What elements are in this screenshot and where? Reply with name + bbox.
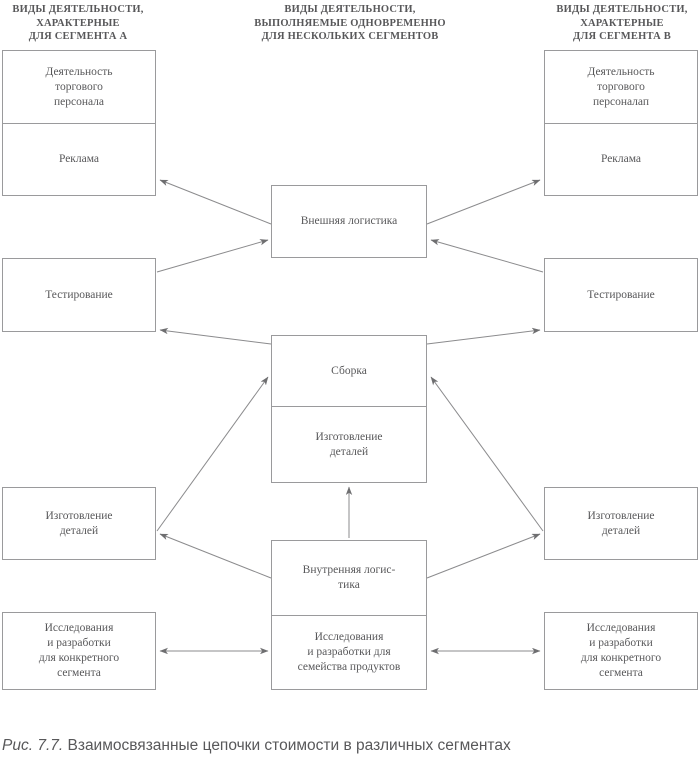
box-left-parts-manufacturing: Изготовление деталей: [2, 487, 156, 560]
figure-caption: Рис. 7.7. Взаимосвязанные цепочки стоимо…: [2, 737, 700, 755]
box-label: Изготовление деталей: [587, 509, 655, 537]
box-mid-assembly: Сборка: [271, 335, 427, 406]
column-header-shared: ВИДЫ ДЕЯТЕЛЬНОСТИ, ВЫПОЛНЯЕМЫЕ ОДНОВРЕМЕ…: [254, 4, 446, 42]
arrow-outbound-to-left-advertising: [159, 179, 272, 225]
box-mid-outbound-logistics: Внешняя логистика: [271, 185, 427, 258]
box-label: Исследования и разработки для семейства …: [297, 631, 401, 673]
box-left-advertising: Реклама: [2, 123, 156, 196]
box-left-segment-rnd: Исследования и разработки для конкретног…: [2, 612, 156, 690]
box-right-testing: Тестирование: [544, 258, 698, 332]
box-label: Реклама: [600, 153, 642, 165]
figure-number: Рис. 7.7.: [2, 737, 64, 754]
box-label: Изготовление деталей: [315, 430, 383, 458]
box-label: Тестирование: [587, 288, 655, 301]
box-label: Деятельность торгового персоналап: [587, 65, 655, 108]
figure-caption-text: Взаимосвязанные цепочки стоимости в разл…: [63, 737, 511, 754]
column-header-segment-b: ВИДЫ ДЕЯТЕЛЬНОСТИ, ХАРАКТЕРНЫЕ ДЛЯ СЕГМЕ…: [556, 4, 688, 42]
box-label: Внешняя логистика: [300, 215, 398, 227]
arrow-right-testing-to-outbound: [430, 239, 544, 273]
arrow-right-parts-to-assembly: [430, 376, 544, 532]
column-header-segment-a: ВИДЫ ДЕЯТЕЛЬНОСТИ, ХАРАКТЕРНЫЕ ДЛЯ СЕГМЕ…: [12, 4, 144, 42]
box-mid-parts-manufacturing: Изготовление деталей: [271, 406, 427, 483]
box-left-sales-activities: Деятельность торгового персонала: [2, 50, 156, 123]
box-right-advertising: Реклама: [544, 123, 698, 196]
arrow-inbound-to-left-parts: [159, 533, 272, 579]
box-label: Сборка: [331, 364, 367, 377]
arrow-assembly-to-left-testing: [159, 327, 272, 345]
box-label: Реклама: [58, 153, 100, 165]
box-label: Деятельность торгового персонала: [45, 65, 113, 108]
arrow-left-testing-to-outbound: [156, 239, 269, 273]
arrow-assembly-to-right-testing: [426, 327, 541, 345]
box-right-sales-activities: Деятельность торгового персоналап: [544, 50, 698, 123]
arrow-inbound-to-right-parts: [426, 533, 541, 579]
box-left-testing: Тестирование: [2, 258, 156, 332]
box-label: Тестирование: [45, 288, 113, 301]
box-label: Исследования и разработки для конкретног…: [580, 622, 662, 679]
arrow-outbound-to-right-advertising: [426, 179, 541, 225]
arrow-left-parts-to-assembly: [156, 376, 269, 532]
box-label: Внутренняя логис- тика: [302, 564, 396, 591]
box-label: Изготовление деталей: [45, 509, 113, 537]
box-mid-inbound-logistics: Внутренняя логис- тика: [271, 540, 427, 615]
box-label: Исследования и разработки для конкретног…: [38, 622, 120, 679]
box-mid-product-family-rnd: Исследования и разработки для семейства …: [271, 615, 427, 690]
box-right-segment-rnd: Исследования и разработки для конкретног…: [544, 612, 698, 690]
box-right-parts-manufacturing: Изготовление деталей: [544, 487, 698, 560]
